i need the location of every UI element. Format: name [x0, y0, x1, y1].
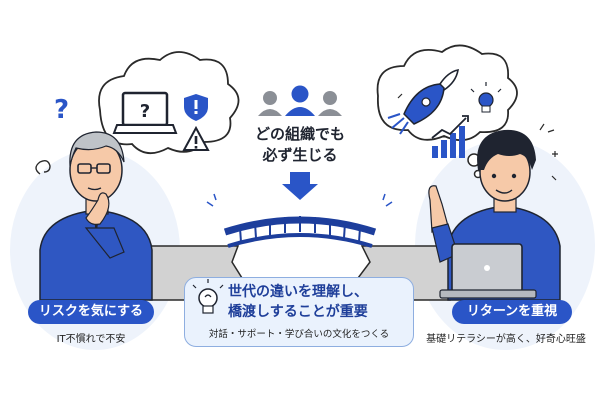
- right-thought-bubble: [376, 44, 518, 179]
- laptop-icon: ?: [112, 91, 178, 134]
- message-subtitle: 対話・サポート・学び合いの文化をつくる: [208, 329, 390, 340]
- center-caption: どの組織でも 必ず生じる: [222, 124, 378, 166]
- bridge-icon: [206, 193, 393, 248]
- message-title: 世代の違いを理解し、 橋渡しすることが重要: [228, 282, 408, 322]
- message-line-1: 世代の違いを理解し、: [228, 284, 368, 300]
- question-mark-icon: ?: [54, 95, 69, 125]
- warning-icon: [182, 125, 210, 151]
- bar-chart-icon: [431, 115, 469, 158]
- young-man-figure: [428, 129, 561, 301]
- rocket-icon: [387, 68, 459, 135]
- left-subtitle: IT不慣れで不安: [56, 334, 126, 345]
- older-man-figure: [39, 131, 153, 301]
- center-line-2: 必ず生じる: [262, 146, 338, 164]
- center-line-1: どの組織でも: [254, 125, 345, 143]
- arrow-down-icon: [282, 172, 318, 200]
- laptop-screen-symbol: ?: [140, 101, 150, 122]
- shield-alert-icon: [184, 94, 208, 121]
- left-title-badge: リスクを気にする: [28, 300, 154, 324]
- message-card: [184, 277, 414, 347]
- lightbulb-icon: [470, 82, 502, 113]
- people-group-icon: [258, 85, 342, 116]
- right-title-badge: リターンを重視: [452, 300, 572, 324]
- message-line-2: 橋渡しすることが重要: [228, 304, 368, 320]
- swirl-icon: [35, 159, 51, 175]
- right-subtitle: 基礎リテラシーが高く、好奇心旺盛: [426, 334, 586, 345]
